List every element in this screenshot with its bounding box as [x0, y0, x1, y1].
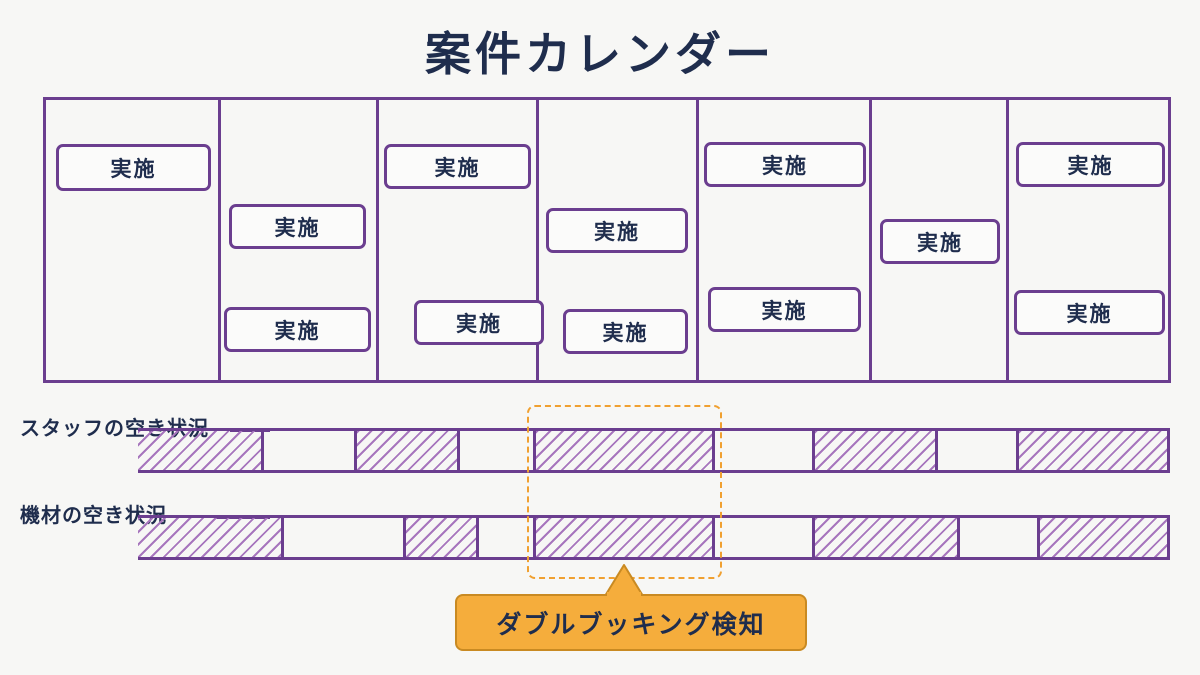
booked-block	[812, 431, 938, 470]
task-block[interactable]: 実施	[880, 219, 1000, 264]
booked-block	[1037, 518, 1170, 557]
booked-block	[138, 431, 264, 470]
task-block[interactable]: 実施	[384, 144, 531, 189]
staff-availability-track	[138, 428, 1170, 473]
task-block[interactable]: 実施	[56, 144, 211, 191]
equipment-availability-track	[138, 515, 1170, 560]
task-block[interactable]: 実施	[563, 309, 688, 354]
column-divider	[1006, 100, 1009, 380]
booked-block	[403, 518, 479, 557]
task-block[interactable]: 実施	[414, 300, 544, 345]
booked-block	[1016, 431, 1170, 470]
task-block[interactable]: 実施	[1016, 142, 1165, 187]
task-block[interactable]: 実施	[546, 208, 688, 253]
task-block[interactable]: 実施	[708, 287, 861, 332]
project-calendar: 実施 実施 実施 実施 実施 実施 実施 実施 実施 実施 実施 実施	[43, 97, 1171, 383]
booked-block	[812, 518, 960, 557]
column-divider	[218, 100, 221, 380]
column-divider	[696, 100, 699, 380]
task-block[interactable]: 実施	[1014, 290, 1165, 335]
column-divider	[376, 100, 379, 380]
double-booking-callout: ダブルブッキング検知	[455, 594, 807, 651]
task-block[interactable]: 実施	[704, 142, 866, 187]
booked-block	[138, 518, 284, 557]
task-block[interactable]: 実施	[229, 204, 366, 249]
task-block[interactable]: 実施	[224, 307, 371, 352]
calendar-title: 案件カレンダー	[425, 27, 775, 81]
booked-block	[533, 518, 715, 557]
column-divider	[536, 100, 539, 380]
booked-block	[533, 431, 715, 470]
column-divider	[869, 100, 872, 380]
booked-block	[354, 431, 460, 470]
